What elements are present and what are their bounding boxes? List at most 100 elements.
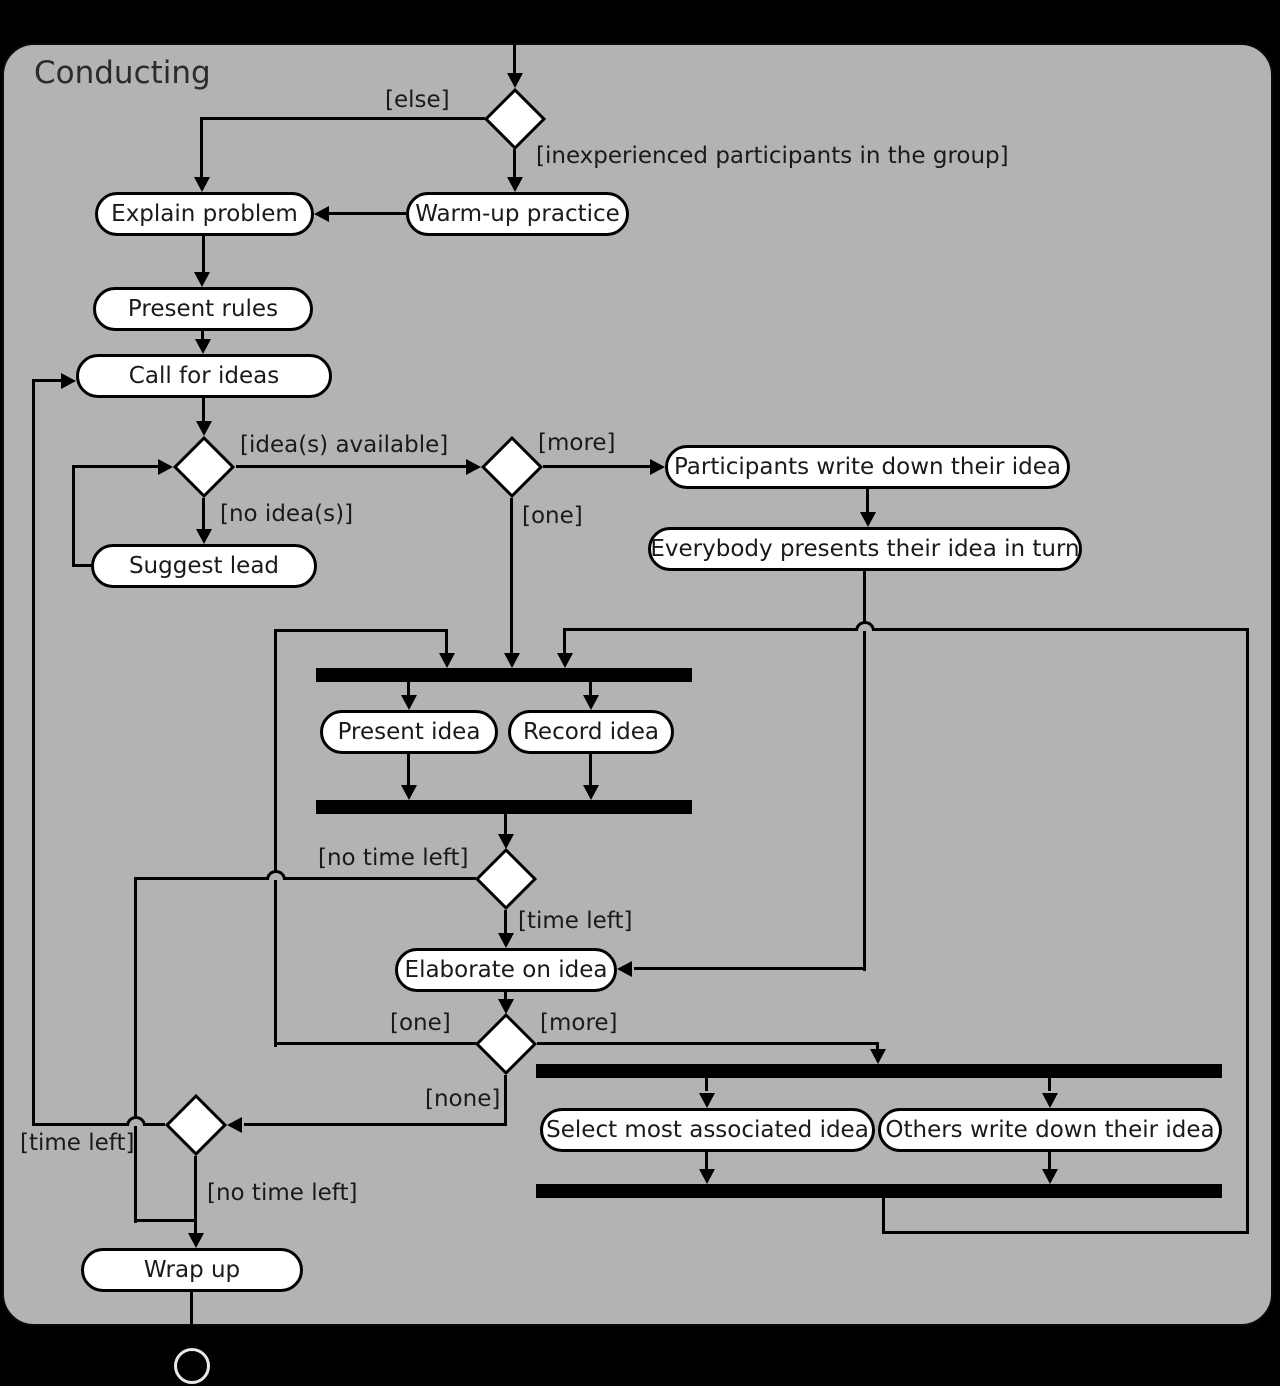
edge-explain-to-rules — [202, 236, 205, 274]
arrowhead — [1042, 1169, 1058, 1184]
arrowhead — [870, 1049, 886, 1064]
line-hop — [855, 621, 875, 631]
edge-wrapup-final — [190, 1292, 193, 1348]
activity-elaborate-on-idea: Elaborate on idea — [395, 948, 617, 992]
edge-record-join1 — [589, 754, 592, 787]
edge-time-left-bottom — [32, 379, 35, 1126]
arrowhead — [61, 373, 76, 389]
edge-more-top — [543, 465, 650, 468]
edge-initial — [513, 44, 516, 76]
guard-one-bottom: [one] — [390, 1010, 451, 1036]
edge-fork2-select — [705, 1078, 708, 1091]
activity-present-rules: Present rules — [93, 287, 313, 331]
arrowhead — [196, 421, 212, 436]
edge-suggest-loop — [74, 465, 158, 468]
line-hop — [266, 870, 286, 880]
guard-none: [none] — [425, 1086, 501, 1112]
arrowhead — [194, 177, 210, 192]
edge-suggest-loop — [72, 465, 75, 567]
edge-everybody-to-elaborate — [863, 571, 866, 971]
edge-one-loop — [276, 629, 448, 632]
arrowhead — [557, 653, 573, 668]
panel-title: Conducting — [34, 55, 211, 91]
edge-warmup-to-explain — [329, 212, 406, 215]
edge-elaborate-decision5 — [504, 992, 507, 1002]
edge-everybody-to-elaborate — [634, 967, 865, 970]
edge-one-loop — [445, 629, 448, 660]
guard-ideas-available: [idea(s) available] — [240, 432, 449, 458]
edge-else — [200, 117, 203, 179]
edge-inexperienced — [513, 149, 516, 179]
activity-explain-problem: Explain problem — [95, 192, 314, 236]
edge-participants-to-everybody — [866, 489, 869, 514]
arrowhead — [188, 1233, 204, 1248]
activity-present-idea: Present idea — [320, 710, 498, 754]
guard-one-top: [one] — [522, 503, 583, 529]
guard-no-time-left-bottom: [no time left] — [207, 1180, 358, 1206]
edge-suggest-loop — [74, 564, 92, 567]
guard-no-ideas: [no idea(s)] — [220, 501, 354, 527]
edge-others-join2 — [1048, 1152, 1051, 1169]
edge-no-ideas — [202, 498, 205, 531]
final-node — [174, 1348, 210, 1384]
arrowhead — [860, 512, 876, 527]
arrowhead — [401, 695, 417, 710]
activity-warm-up-practice: Warm-up practice — [406, 192, 629, 236]
edge-one-top — [510, 498, 513, 655]
arrowhead — [583, 695, 599, 710]
edge-join2-loop — [1246, 628, 1249, 1234]
edge-select-join2 — [705, 1152, 708, 1169]
guard-more-bottom: [more] — [540, 1010, 618, 1036]
arrowhead — [583, 785, 599, 800]
edge-fork1-present — [407, 682, 410, 697]
arrowhead — [1042, 1093, 1058, 1108]
edge-else — [202, 117, 485, 120]
arrowhead — [158, 459, 173, 475]
guard-time-left-mid: [time left] — [518, 908, 633, 934]
activity-others-write: Others write down their idea — [878, 1108, 1222, 1152]
edge-no-time-left-bottom — [194, 1156, 197, 1233]
edge-time-left-mid — [504, 910, 507, 936]
arrowhead — [699, 1093, 715, 1108]
join-bar-1 — [316, 800, 692, 814]
edge-one-loop — [274, 1042, 477, 1045]
arrowhead — [498, 834, 514, 849]
activity-participants-write: Participants write down their idea — [665, 445, 1070, 489]
edge-fork2-others — [1048, 1078, 1051, 1091]
arrowhead — [194, 272, 210, 287]
edge-join2-loop — [882, 1198, 885, 1234]
join-bar-2 — [536, 1184, 1222, 1198]
edge-no-time-left-mid — [134, 1219, 196, 1222]
line-hop — [126, 1116, 146, 1126]
edge-fork1-record — [589, 682, 592, 697]
activity-wrap-up: Wrap up — [81, 1248, 303, 1292]
edge-one-loop — [274, 629, 277, 1047]
edge-present-join1 — [407, 754, 410, 787]
guard-else: [else] — [385, 87, 450, 113]
arrowhead — [617, 961, 632, 977]
arrowhead — [699, 1169, 715, 1184]
edge-join2-loop — [563, 628, 566, 660]
activity-select-most-associated: Select most associated idea — [540, 1108, 875, 1152]
edge-none — [244, 1123, 507, 1126]
edge-ideas-available — [236, 465, 466, 468]
activity-record-idea: Record idea — [508, 710, 674, 754]
activity-call-for-ideas: Call for ideas — [76, 354, 332, 398]
arrowhead — [498, 933, 514, 948]
guard-more-top: [more] — [538, 430, 616, 456]
arrowhead — [195, 339, 211, 354]
guard-time-left-bottom: [time left] — [20, 1130, 135, 1156]
edge-no-time-left-mid — [134, 877, 137, 1223]
edge-call-to-decision — [202, 398, 205, 423]
edge-time-left-bottom — [32, 379, 61, 382]
guard-no-time-left-mid: [no time left] — [318, 845, 469, 871]
edge-join1-decision4 — [504, 814, 507, 836]
fork-bar-2 — [536, 1064, 1222, 1078]
arrowhead — [227, 1117, 242, 1133]
arrowhead — [650, 459, 665, 475]
edge-join2-loop — [565, 628, 1249, 631]
edge-more-bottom — [537, 1042, 878, 1045]
arrowhead — [466, 459, 481, 475]
edge-rules-to-call — [201, 331, 204, 341]
